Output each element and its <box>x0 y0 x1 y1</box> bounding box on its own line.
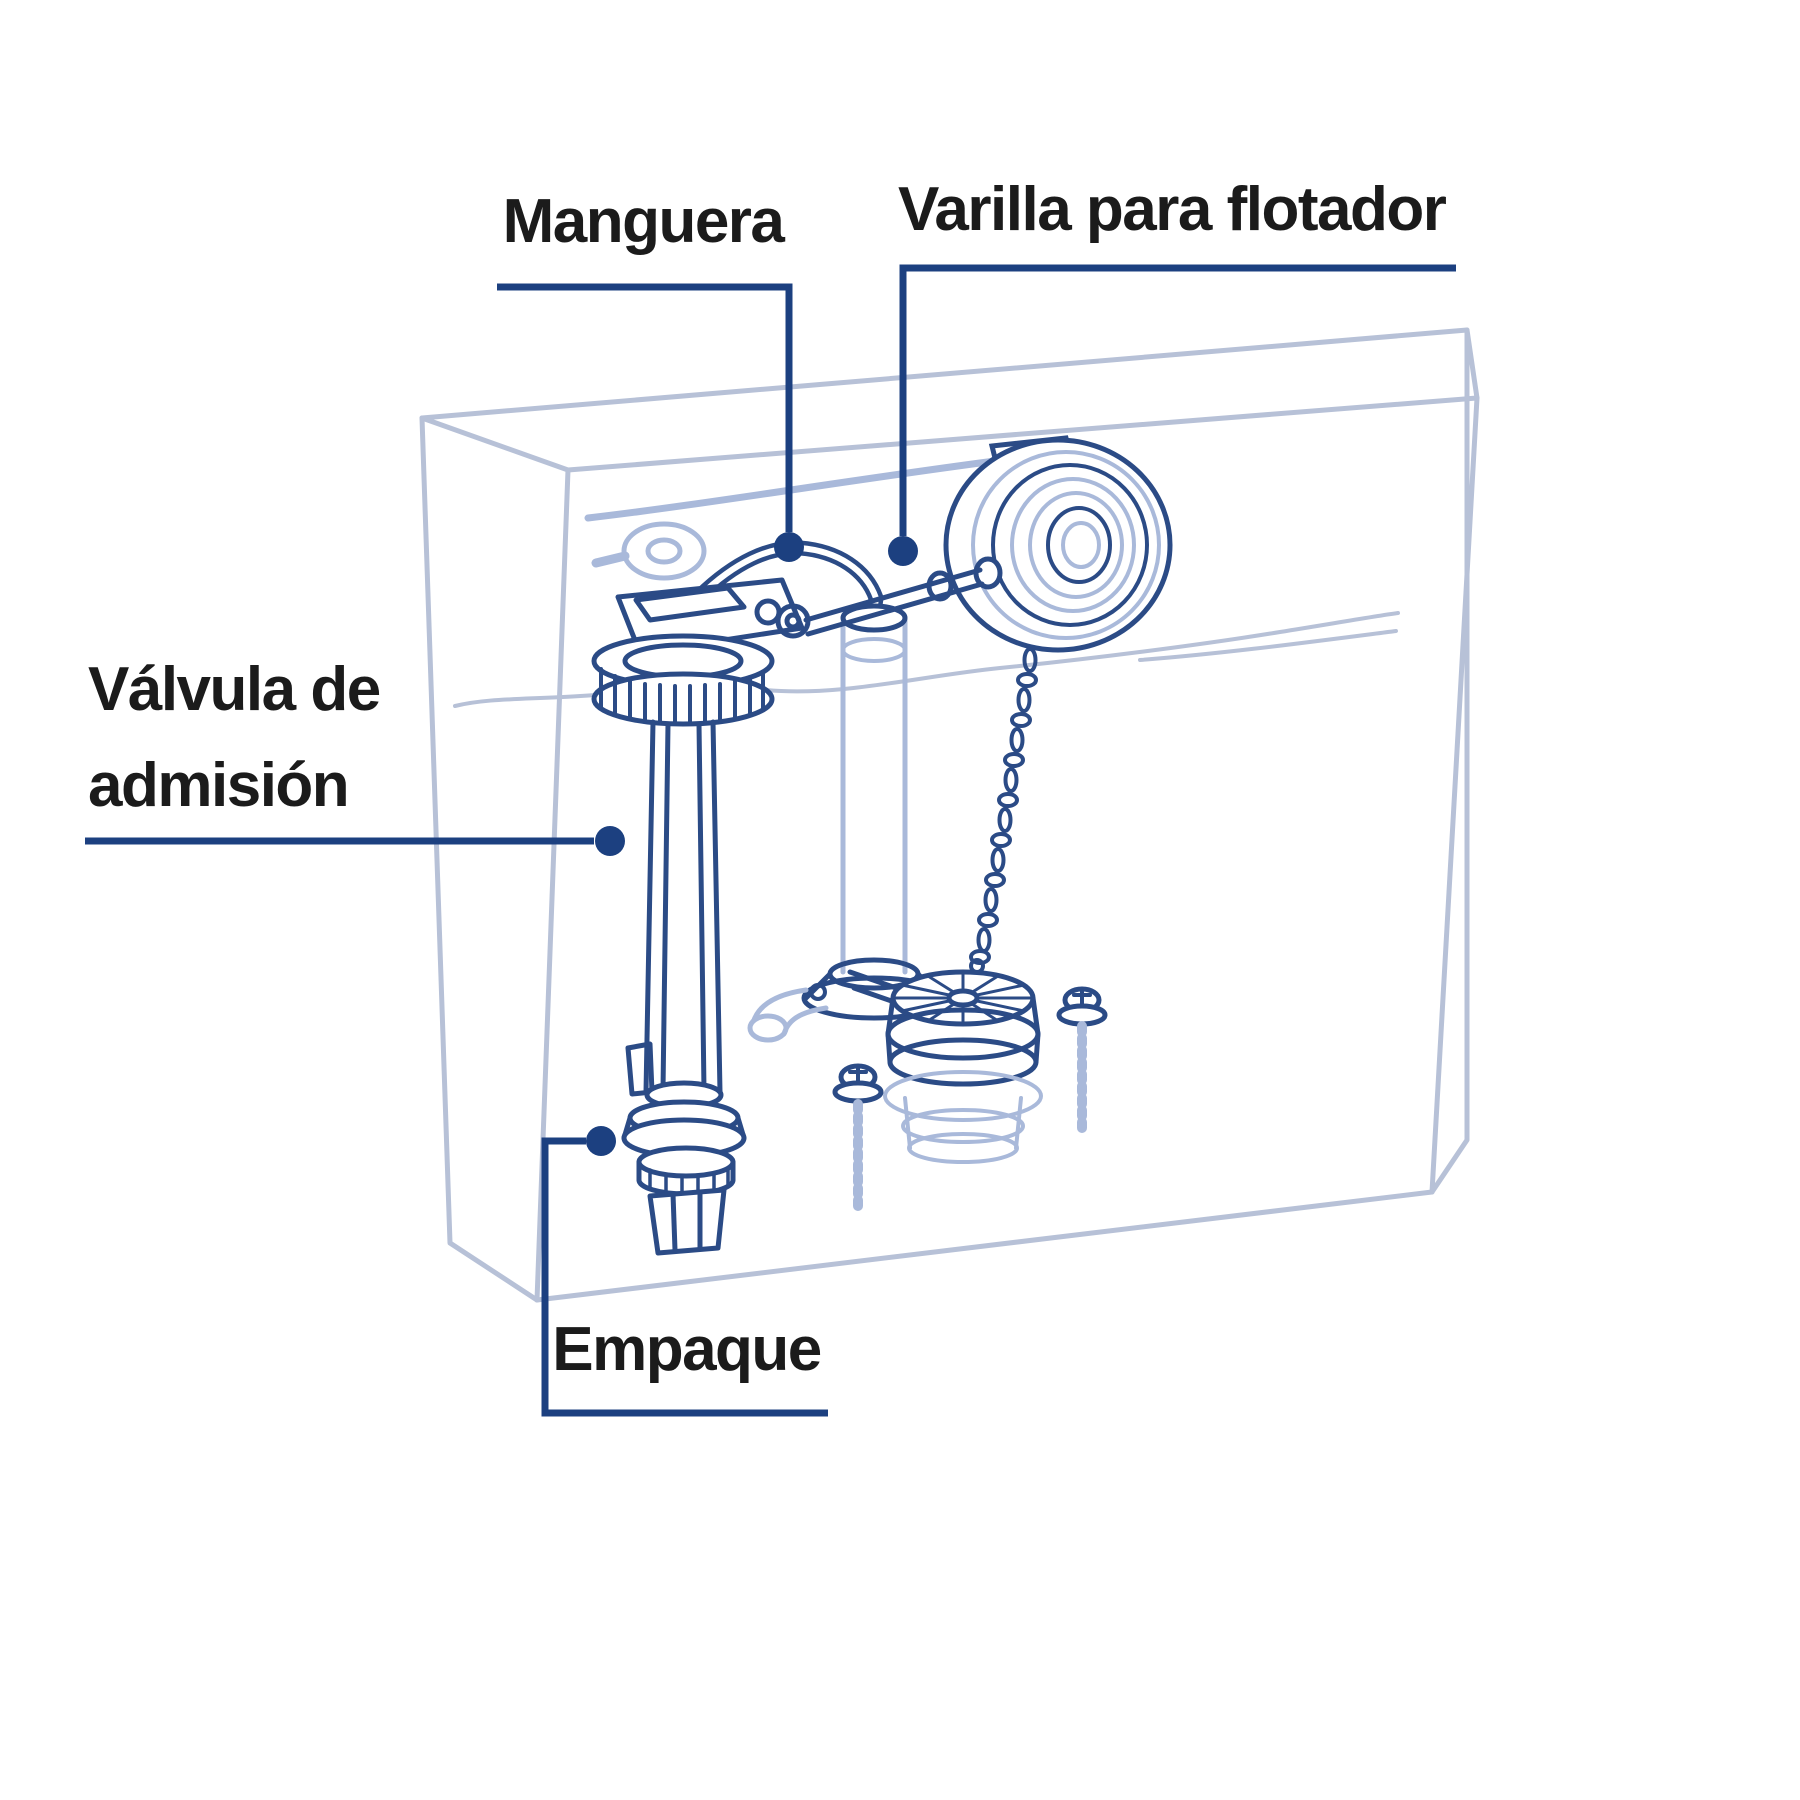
float-ball <box>943 437 1173 653</box>
varilla-leader <box>899 264 1456 536</box>
leader-dots <box>586 532 918 1156</box>
float-rod <box>803 567 985 637</box>
leader-lines <box>85 264 1456 1417</box>
fill-valve <box>591 521 811 1110</box>
overflow-tube <box>840 603 908 975</box>
empaque-dot <box>586 1126 616 1156</box>
label-valvula-line2: admisión <box>88 751 350 820</box>
tank-bolt-right <box>1056 986 1108 1139</box>
lock-nut-ribs <box>599 667 765 726</box>
lock-ring <box>636 1145 736 1197</box>
flapper <box>847 969 1043 1164</box>
manguera-dot <box>774 532 804 562</box>
tailpiece-hex-nut <box>647 1187 727 1256</box>
empaque-leader <box>541 1137 828 1417</box>
flapper-ghost <box>883 1070 1043 1164</box>
tank-outline <box>419 327 1480 1303</box>
varilla-dot <box>888 536 918 566</box>
tank-bolt-left <box>832 1063 884 1217</box>
label-manguera: Manguera <box>502 187 785 256</box>
label-valvula-line1: Válvula de <box>88 655 381 724</box>
inlet-gasket <box>621 1099 747 1159</box>
valvula-dot <box>595 826 625 856</box>
manguera-leader <box>497 283 793 532</box>
label-empaque: Empaque <box>552 1315 822 1384</box>
label-valvula-de-admision: Válvula de admisión <box>88 642 381 834</box>
flapper-chain <box>969 647 1038 974</box>
label-varilla-para-flotador: Varilla para flotador <box>898 175 1447 244</box>
